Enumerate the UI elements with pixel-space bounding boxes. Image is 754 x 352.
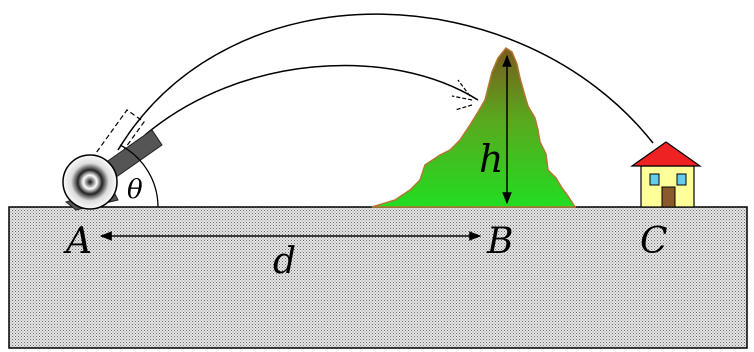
point-b-label: B <box>486 221 513 262</box>
house-roof <box>630 141 702 167</box>
point-c-label: C <box>640 221 668 262</box>
house <box>630 141 702 208</box>
house-window-left <box>649 173 660 186</box>
angle-label: θ <box>127 175 143 205</box>
house-window-right <box>676 173 687 186</box>
ground <box>8 206 748 349</box>
distance-label: d <box>273 241 296 282</box>
trajectory-to-house <box>117 13 654 151</box>
angle-arc <box>119 144 159 208</box>
cannon <box>62 109 163 211</box>
house-door <box>661 186 676 208</box>
height-label: h <box>479 137 503 181</box>
trajectory-to-mountain <box>144 64 479 136</box>
point-a-label: A <box>63 221 92 262</box>
mountain <box>371 46 577 208</box>
cannon-wheel <box>62 154 118 210</box>
impact-burst <box>451 79 473 111</box>
